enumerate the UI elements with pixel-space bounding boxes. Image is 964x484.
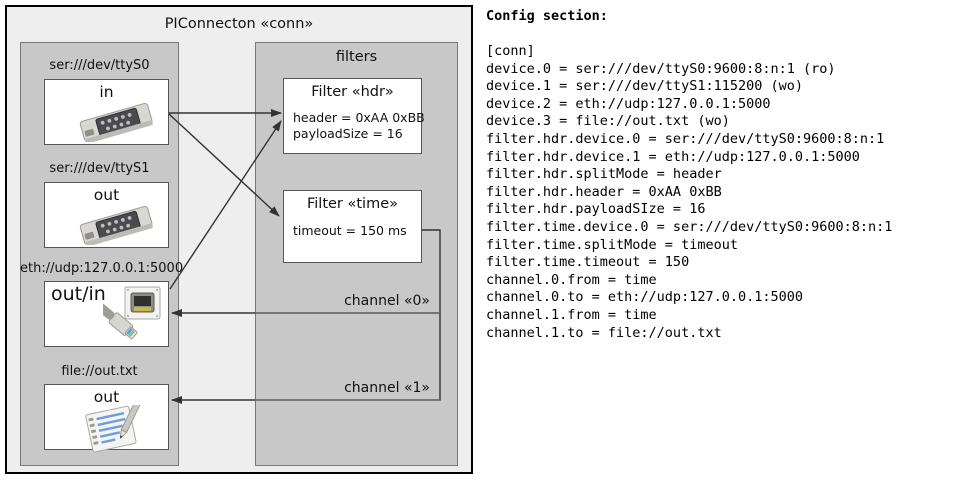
config-line: channel.1.from = time <box>486 306 657 323</box>
config-line: device.2 = eth://udp:127.0.0.1:5000 <box>486 95 771 112</box>
channel-label-1: channel «1» <box>344 380 430 396</box>
filter-box-hdr[interactable]: Filter «hdr» header = 0xAA 0xBB payloadS… <box>283 78 425 154</box>
config-section: Config section: [conn]device.0 = ser:///… <box>482 0 964 484</box>
config-line: filter.hdr.device.0 = ser:///dev/ttyS0:9… <box>486 130 885 147</box>
config-line: filter.hdr.header = 0xAA 0xBB <box>486 183 722 200</box>
config-line: channel.0.from = time <box>486 271 657 288</box>
device-box-0[interactable]: in <box>44 79 169 145</box>
architecture-diagram: PIConnecton «conn» ser:///dev/ttyS0 in <box>0 0 478 484</box>
filter-title-hdr: Filter «hdr» <box>311 84 394 100</box>
device-direction-0: in <box>99 83 114 101</box>
config-line: filter.time.splitMode = timeout <box>486 236 738 253</box>
config-lines: [conn]device.0 = ser:///dev/ttyS0:9600:8… <box>486 43 892 342</box>
filter-prop-payloadsize: payloadSize = 16 <box>293 126 403 141</box>
device-direction-3: out <box>93 388 120 406</box>
filter-prop-header: header = 0xAA 0xBB <box>293 110 425 125</box>
filter-title-time: Filter «time» <box>306 196 399 212</box>
serial-port-icon <box>79 102 153 142</box>
device-box-2[interactable]: out/in <box>44 281 169 347</box>
config-line: filter.hdr.payloadSIze = 16 <box>486 201 706 218</box>
config-line: filter.hdr.splitMode = header <box>486 166 722 183</box>
device-label-1: ser:///dev/ttyS1 <box>49 161 150 176</box>
device-box-1[interactable]: out <box>44 182 169 248</box>
channel-label-0: channel «0» <box>344 293 430 309</box>
filter-box-time[interactable]: Filter «time» timeout = 150 ms <box>283 190 422 263</box>
config-line: device.3 = file://out.txt (wo) <box>486 113 730 130</box>
config-line: filter.hdr.device.1 = eth://udp:127.0.0.… <box>486 148 860 165</box>
serial-port-icon <box>79 205 153 245</box>
config-line: [conn] <box>486 43 535 59</box>
config-heading: Config section: <box>486 8 608 24</box>
config-line: channel.1.to = file://out.txt <box>486 324 722 341</box>
text-file-icon <box>85 405 143 453</box>
device-label-0: ser:///dev/ttyS0 <box>49 58 150 73</box>
device-direction-1: out <box>93 186 120 204</box>
device-direction-2: out/in <box>51 283 106 305</box>
config-line: filter.time.device.0 = ser:///dev/ttyS0:… <box>486 218 893 235</box>
ethernet-jack-icon <box>103 286 161 340</box>
diagram-title: PIConnecton «conn» <box>164 16 314 32</box>
config-line: filter.time.timeout = 150 <box>486 254 690 271</box>
config-line: channel.0.to = eth://udp:127.0.0.1:5000 <box>486 289 803 306</box>
device-label-2: eth://udp:127.0.0.1:5000 <box>20 261 184 276</box>
config-line: device.0 = ser:///dev/ttyS0:9600:8:n:1 (… <box>486 60 836 77</box>
config-line: device.1 = ser:///dev/ttyS1:115200 (wo) <box>486 78 803 95</box>
filter-prop-timeout: timeout = 150 ms <box>293 223 407 238</box>
device-box-3[interactable]: out <box>44 384 169 453</box>
filters-panel-title: filters <box>335 49 378 65</box>
device-label-3: file://out.txt <box>61 364 138 379</box>
